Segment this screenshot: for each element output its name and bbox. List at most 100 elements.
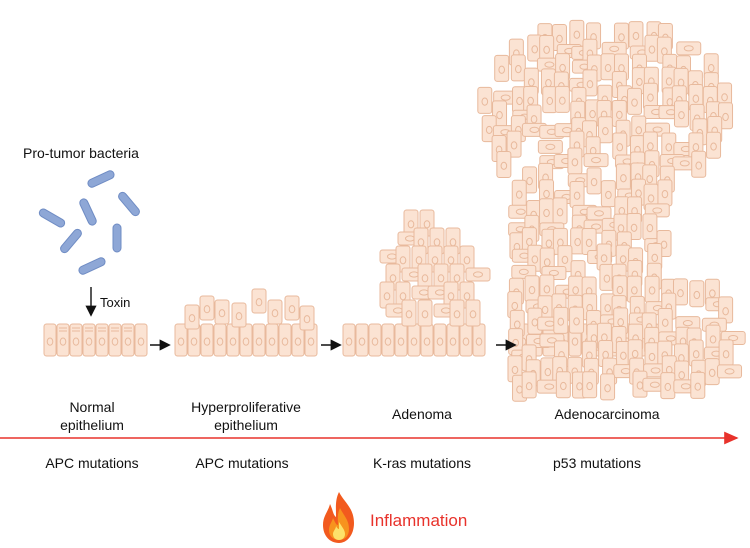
mutation-label-2: APC mutations [195,455,289,471]
cell [539,35,555,63]
cell [368,323,382,357]
stage-name-line2: epithelium [214,417,278,433]
cell [718,296,734,324]
flame-icon [323,492,354,543]
stage-label-adenoma: Adenoma [357,405,487,423]
cell [239,323,253,357]
bacterium [87,170,115,188]
cell [600,180,616,208]
cell [644,275,660,303]
cell [82,323,96,357]
mutation-label-1: APC mutations [45,455,139,471]
cell [465,267,491,282]
mutation-label-3: K-ras mutations [372,455,472,471]
cell [511,264,537,279]
cell [226,323,240,357]
stage-name-line1: Normal [69,399,115,415]
cell [43,323,57,357]
cell [657,307,673,335]
cell [586,167,602,195]
cell [527,244,543,272]
cell [184,304,200,330]
cell [299,305,315,331]
stage-name-line1: Adenoma [392,406,452,422]
cell [644,342,660,370]
cell [494,54,510,82]
cell [379,281,395,309]
cell [718,339,734,367]
cell [69,323,83,357]
bacteria-group [38,170,140,275]
cell [691,150,707,178]
cell [628,21,644,49]
cell [265,323,279,357]
cell [537,139,563,154]
bacterium [60,228,82,254]
cell [342,323,356,357]
cell [506,130,522,158]
cell [214,299,230,325]
cell [477,86,493,114]
cell [465,299,481,327]
cell [481,115,497,143]
cell [542,86,558,114]
cell [612,132,628,160]
cell [394,323,408,357]
cell [417,299,433,327]
cell [56,323,70,357]
cell [676,41,702,56]
cell [252,323,266,357]
cell [569,19,585,47]
cell [521,371,537,399]
toxin-label: Toxin [100,295,131,310]
cell [213,323,227,357]
cell [355,323,369,357]
cell [582,371,598,399]
cell [688,339,704,367]
cell [284,295,300,321]
bacteria-label: Pro-tumor bacteria [23,145,139,161]
bacterium [78,257,106,275]
cell [539,198,555,226]
cell [672,278,688,306]
cell [199,295,215,321]
mutation-label-4: p53 mutations [553,455,641,471]
cell [510,54,526,82]
cell [511,179,527,207]
cell [660,372,676,400]
stage-name-line1: Hyperproliferative [191,399,301,415]
cell [583,153,609,168]
cell [449,299,465,327]
cell [567,147,583,175]
cell [433,323,447,357]
cell [569,306,585,334]
cell [174,323,188,357]
cell [657,179,673,207]
cell [706,131,722,159]
cell [121,323,135,357]
stage-label-normal: Normal epithelium [27,398,157,434]
cell [381,323,395,357]
cell [627,87,643,115]
cell [586,206,612,221]
cell [251,288,267,314]
cell [690,371,706,399]
cell [134,323,148,357]
cell [291,323,305,357]
cell [582,69,598,97]
cell [401,299,417,327]
cell [615,163,631,191]
cell [496,151,512,179]
bacterium [118,191,140,217]
cell [552,197,568,225]
cell [626,275,642,303]
cell [673,100,689,128]
cell [200,323,214,357]
stage-label-hyperproliferative: Hyperproliferative epithelium [181,398,311,434]
inflammation-label: Inflammation [370,511,468,530]
cell [231,302,247,328]
cell [644,34,660,62]
cell [420,323,434,357]
cell [446,323,460,357]
